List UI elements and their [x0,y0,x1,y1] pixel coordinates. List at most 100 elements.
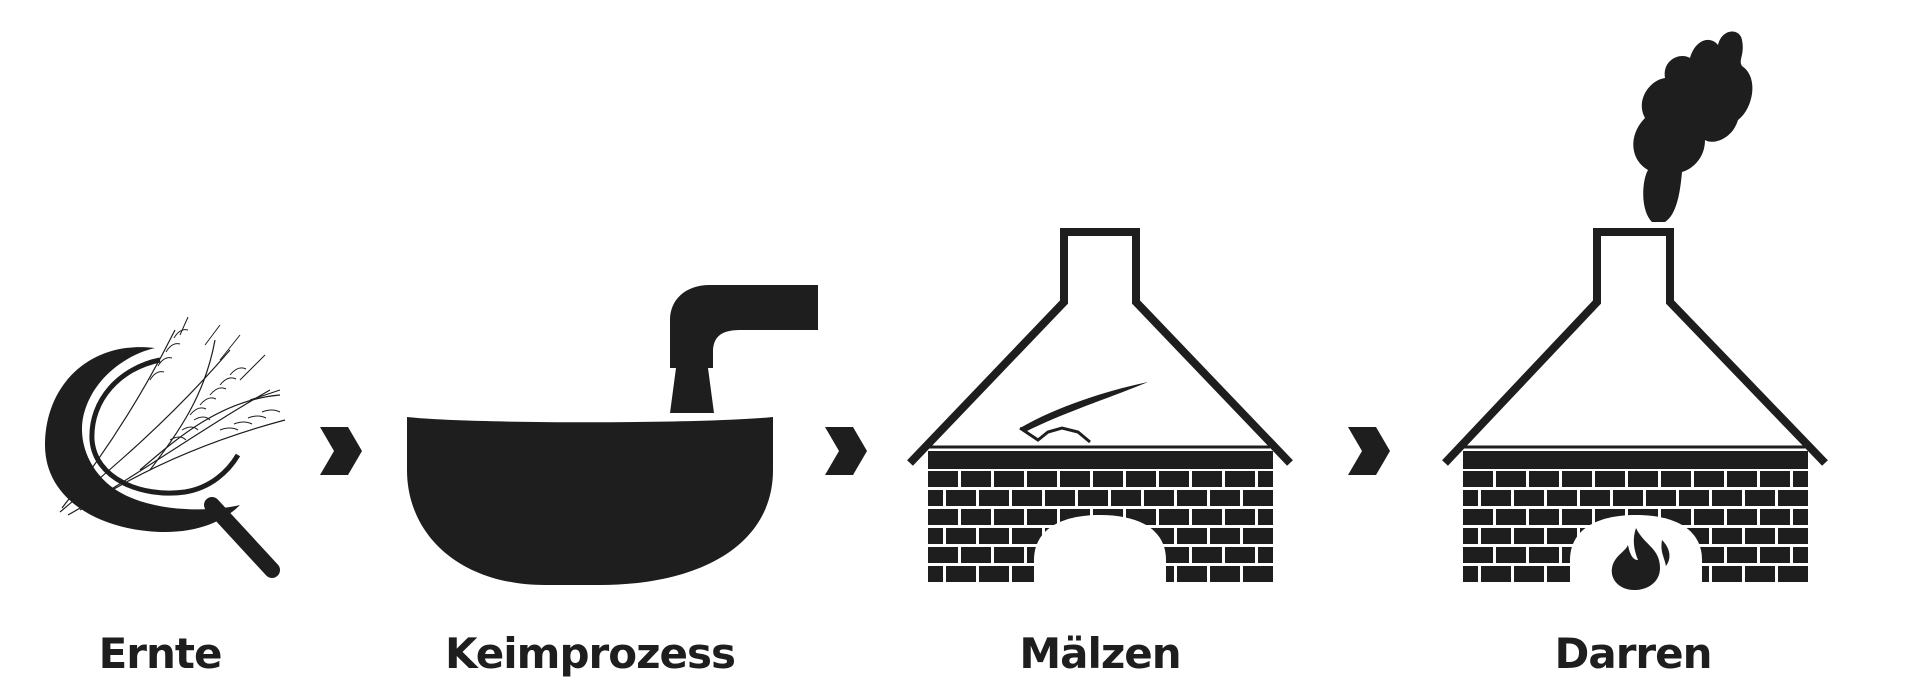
brick [1496,471,1526,487]
brick [928,471,958,487]
brick [1177,528,1207,544]
brick [1126,471,1156,487]
brick [1712,566,1742,582]
brick [1243,490,1273,506]
brick [1646,490,1676,506]
brick [1144,490,1174,506]
step-arrow-3 [1348,427,1390,475]
brick [928,509,958,525]
brick [1210,490,1240,506]
brick [1778,566,1808,582]
brick [1192,471,1222,487]
brick [1727,547,1757,563]
brick [1694,509,1724,525]
brick [1760,509,1790,525]
brick [1159,509,1189,525]
brick [1496,547,1526,563]
brick [1463,566,1478,582]
brick [1192,509,1222,525]
brick [979,490,1009,506]
brick [928,528,943,544]
brick [928,566,943,582]
brick [1745,528,1775,544]
brick [961,547,991,563]
brick [1562,509,1592,525]
brick [1258,509,1273,525]
brick [1045,490,1075,506]
brick [1111,490,1141,506]
brick [1027,509,1057,525]
brick [1027,471,1057,487]
brick [1745,566,1775,582]
brick [1727,471,1757,487]
brick [1177,490,1207,506]
brick [961,471,991,487]
brick [979,566,1009,582]
brick [1496,509,1526,525]
brick [1258,471,1273,487]
brick [1481,490,1511,506]
step-label-darren: Darren [1554,629,1711,678]
brick [928,547,958,563]
brick [1225,471,1255,487]
brick [1159,471,1189,487]
brick [1159,547,1189,563]
brick [1727,509,1757,525]
brick [1793,471,1808,487]
brick [1580,490,1610,506]
brick [1514,528,1544,544]
brick [1463,490,1478,506]
brick [994,471,1024,487]
brick [1793,547,1808,563]
brick [1258,547,1273,563]
brick [1613,490,1643,506]
brick [1712,528,1742,544]
brick [1192,547,1222,563]
brick [1514,490,1544,506]
brick [1547,490,1577,506]
brick [961,509,991,525]
brick [1745,490,1775,506]
brick [1463,547,1493,563]
brick [1463,509,1493,525]
step-label-keimprozess: Keimprozess [445,629,735,678]
brick [994,509,1024,525]
brick [1093,471,1123,487]
step-arrow-1 [320,427,362,475]
brick [1529,509,1559,525]
brick [1012,490,1042,506]
brick [1225,547,1255,563]
brick [1712,490,1742,506]
brick [1529,547,1559,563]
brick [1243,528,1273,544]
brick [1210,528,1240,544]
brick [1760,547,1790,563]
brick [946,566,976,582]
sickle-wheat-icon [45,316,286,578]
brick [946,490,976,506]
step-label-ernte: Ernte [99,629,222,678]
brick [1628,471,1658,487]
germination-vat-icon [407,285,818,585]
brick [1679,490,1709,506]
brick [1210,566,1240,582]
brick [1463,528,1478,544]
brick [979,528,1009,544]
malting-kiln-icon [907,228,1293,585]
brick [1078,490,1108,506]
brick [1463,471,1493,487]
brick [1177,566,1207,582]
brick [1012,528,1042,544]
brick [1661,471,1691,487]
brick [1793,509,1808,525]
brick [1481,528,1511,544]
brick [1514,566,1544,582]
brick [1225,509,1255,525]
brick [1694,471,1724,487]
flame-icon [1611,528,1660,590]
brick [1547,528,1577,544]
brick [1243,566,1273,582]
step-arrow-2 [825,427,867,475]
brick [1562,471,1592,487]
